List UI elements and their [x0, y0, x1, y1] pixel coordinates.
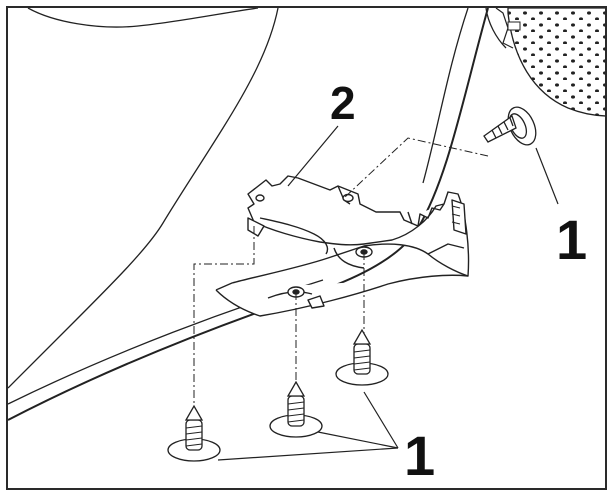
body-panel	[8, 8, 489, 421]
screw-bottom-middle	[269, 380, 323, 438]
leader-lines	[217, 125, 559, 461]
brake-disc	[485, 8, 605, 117]
screw-bottom-left	[167, 404, 221, 462]
callout-bracket: 2	[330, 77, 356, 129]
screw-top-right	[483, 106, 537, 146]
alignment-lines	[193, 137, 489, 408]
mud-flap-bracket	[215, 175, 470, 317]
mud-flap-installation-drawing	[8, 8, 605, 462]
diagram-frame: 2 1 1	[6, 6, 607, 490]
callout-screws-bottom: 1	[404, 424, 436, 487]
callout-screw-right: 1	[556, 208, 588, 271]
screw-bottom-right	[335, 328, 389, 386]
